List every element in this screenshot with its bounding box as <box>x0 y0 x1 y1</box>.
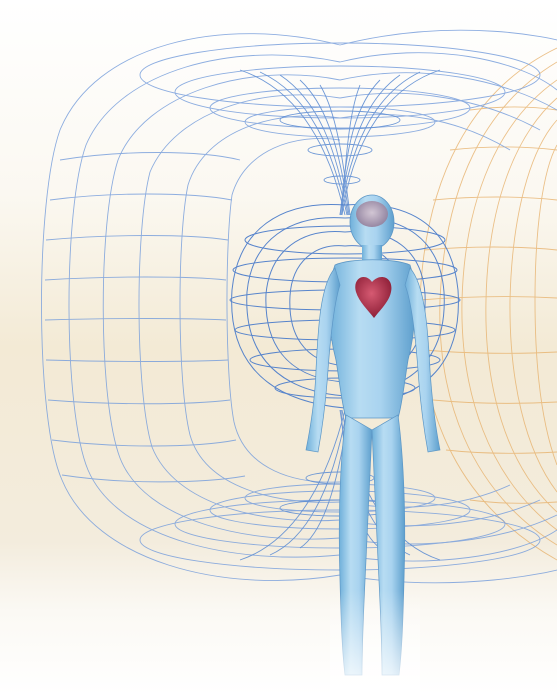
brain-shape <box>356 201 388 227</box>
leg-fade <box>330 590 420 695</box>
